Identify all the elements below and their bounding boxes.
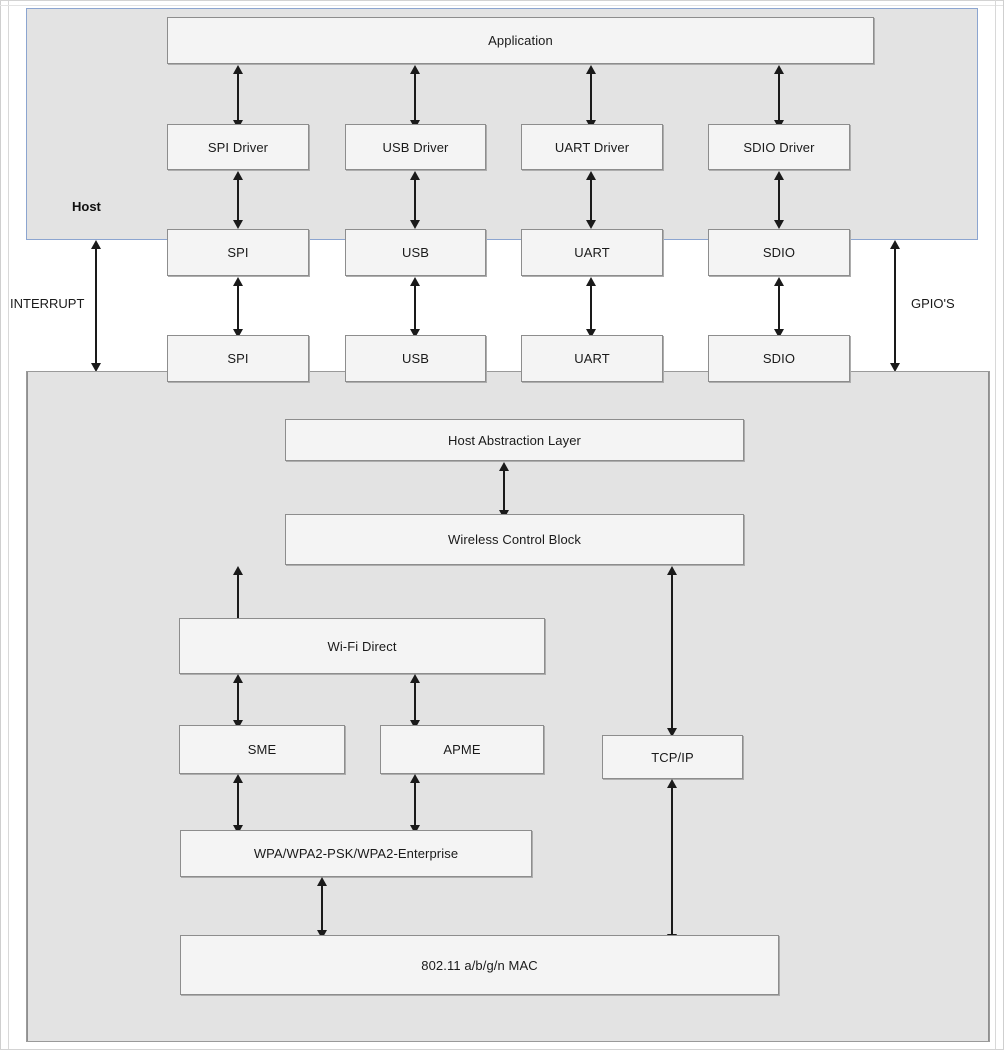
page-frame-left-inner <box>8 0 9 1050</box>
block-host-usb-label: USB <box>401 245 430 260</box>
block-host-uart[interactable]: UART <box>521 229 663 276</box>
block-uart-driver[interactable]: UART Driver <box>521 124 663 170</box>
block-sme[interactable]: SME <box>179 725 345 774</box>
block-device-sdio-label: SDIO <box>762 351 796 366</box>
block-application-label: Application <box>488 33 553 48</box>
block-device-spi[interactable]: SPI <box>167 335 309 382</box>
block-wireless-control-block[interactable]: Wireless Control Block <box>285 514 744 565</box>
block-security[interactable]: WPA/WPA2-PSK/WPA2-Enterprise <box>180 830 532 877</box>
block-wifi-direct-label: Wi-Fi Direct <box>327 638 397 654</box>
block-host-abstraction-layer-label: Host Abstraction Layer <box>448 432 581 448</box>
arrow-uart-driver-uart <box>586 171 596 229</box>
block-device-uart-label: UART <box>574 351 610 366</box>
arrow-tcp-ip-mac <box>667 779 677 943</box>
block-host-abstraction-layer[interactable]: Host Abstraction Layer <box>285 419 744 461</box>
block-security-label: WPA/WPA2-PSK/WPA2-Enterprise <box>253 846 459 861</box>
block-spi-driver[interactable]: SPI Driver <box>167 124 309 170</box>
block-tcp-ip[interactable]: TCP/IP <box>602 735 743 779</box>
block-application[interactable]: Application <box>167 17 874 64</box>
block-apme[interactable]: APME <box>380 725 544 774</box>
block-tcp-ip-label: TCP/IP <box>651 749 694 765</box>
gpio-label: GPIO'S <box>911 296 955 311</box>
block-host-spi[interactable]: SPI <box>167 229 309 276</box>
block-sdio-driver[interactable]: SDIO Driver <box>708 124 850 170</box>
arrow-security-mac <box>317 877 327 939</box>
block-device-spi-label: SPI <box>227 351 249 366</box>
arrow-interrupt <box>91 240 101 372</box>
block-host-spi-label: SPI <box>227 245 249 260</box>
block-device-uart[interactable]: UART <box>521 335 663 382</box>
arrow-host-sdio-device-sdio <box>774 277 784 338</box>
block-mac-label: 802.11 a/b/g/n MAC <box>421 957 538 973</box>
arrow-spi-driver-spi <box>233 171 243 229</box>
block-wifi-direct[interactable]: Wi-Fi Direct <box>179 618 545 674</box>
block-device-usb[interactable]: USB <box>345 335 486 382</box>
block-apme-label: APME <box>443 742 481 757</box>
arrow-sdio-driver-sdio <box>774 171 784 229</box>
arrow-wireless-control-block-tcp-ip <box>667 566 677 737</box>
arrow-application-sdio-driver <box>774 65 784 129</box>
block-usb-driver[interactable]: USB Driver <box>345 124 486 170</box>
arrow-sme-security <box>233 774 243 834</box>
host-container-label: Host <box>72 199 101 214</box>
arrow-gpio <box>890 240 900 372</box>
arrow-application-usb-driver <box>410 65 420 129</box>
arrow-application-uart-driver <box>586 65 596 129</box>
page-frame-right-inner <box>995 0 996 1050</box>
arrow-host-uart-device-uart <box>586 277 596 338</box>
block-sme-label: SME <box>247 742 277 757</box>
page-frame-left <box>0 0 1 1050</box>
arrow-host-usb-device-usb <box>410 277 420 338</box>
arrow-hal-wireless-control-block <box>499 462 509 519</box>
block-uart-driver-label: UART Driver <box>554 139 630 155</box>
arrow-application-spi-driver <box>233 65 243 129</box>
arrow-wifi-direct-apme <box>410 674 420 729</box>
block-wireless-control-block-label: Wireless Control Block <box>448 532 581 547</box>
block-host-sdio[interactable]: SDIO <box>708 229 850 276</box>
page-frame-top-inner <box>0 5 1004 6</box>
block-host-uart-label: UART <box>574 245 610 260</box>
block-spi-driver-label: SPI Driver <box>207 139 269 155</box>
arrow-usb-driver-usb <box>410 171 420 229</box>
arrow-wireless-control-block-wifi-direct <box>233 566 243 627</box>
block-usb-driver-label: USB Driver <box>382 139 449 155</box>
block-device-usb-label: USB <box>401 351 430 366</box>
page-frame-top <box>0 0 1004 1</box>
device-container <box>26 371 990 1042</box>
block-mac[interactable]: 802.11 a/b/g/n MAC <box>180 935 779 995</box>
arrow-host-spi-device-spi <box>233 277 243 338</box>
arrow-wifi-direct-sme <box>233 674 243 729</box>
block-host-usb[interactable]: USB <box>345 229 486 276</box>
interrupt-label: INTERRUPT <box>10 296 85 311</box>
arrow-apme-security <box>410 774 420 834</box>
block-device-sdio[interactable]: SDIO <box>708 335 850 382</box>
block-sdio-driver-label: SDIO Driver <box>743 139 815 155</box>
block-host-sdio-label: SDIO <box>762 245 796 260</box>
